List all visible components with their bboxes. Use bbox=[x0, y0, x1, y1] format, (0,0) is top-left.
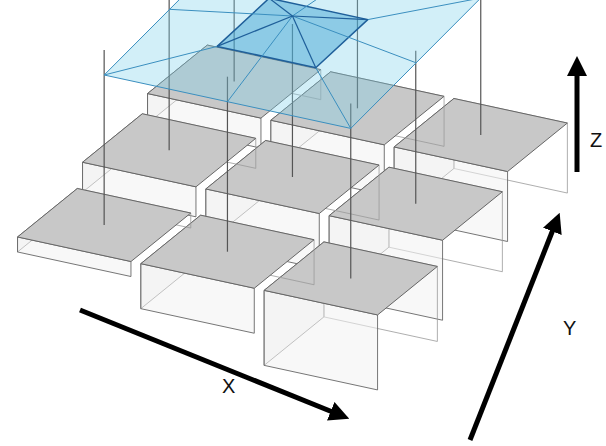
roof-ridge bbox=[316, 68, 351, 129]
roof-rib bbox=[292, 0, 357, 16]
column bbox=[104, 50, 105, 225]
roof-rib bbox=[292, 16, 315, 68]
roof-plane bbox=[104, 0, 481, 128]
z-axis-arrow bbox=[575, 66, 580, 172]
axis-arrows bbox=[80, 66, 577, 440]
roof-rib bbox=[292, 16, 367, 20]
axis-label: Z bbox=[590, 130, 602, 150]
column bbox=[227, 77, 228, 252]
column bbox=[350, 103, 351, 278]
roof-ridge bbox=[104, 46, 217, 75]
column bbox=[480, 0, 481, 135]
axis-label: Y bbox=[563, 318, 576, 338]
column bbox=[415, 51, 416, 204]
axis-label: X bbox=[222, 376, 235, 396]
canopy-roof bbox=[104, 0, 481, 278]
roof-rib bbox=[169, 9, 292, 16]
roof-rib bbox=[269, 0, 292, 16]
roof-rib bbox=[217, 16, 292, 46]
x-axis-arrow bbox=[80, 310, 340, 415]
roof-pyramid bbox=[217, 0, 368, 68]
roof-ridge bbox=[368, 0, 481, 20]
y-axis-arrow bbox=[470, 222, 556, 440]
